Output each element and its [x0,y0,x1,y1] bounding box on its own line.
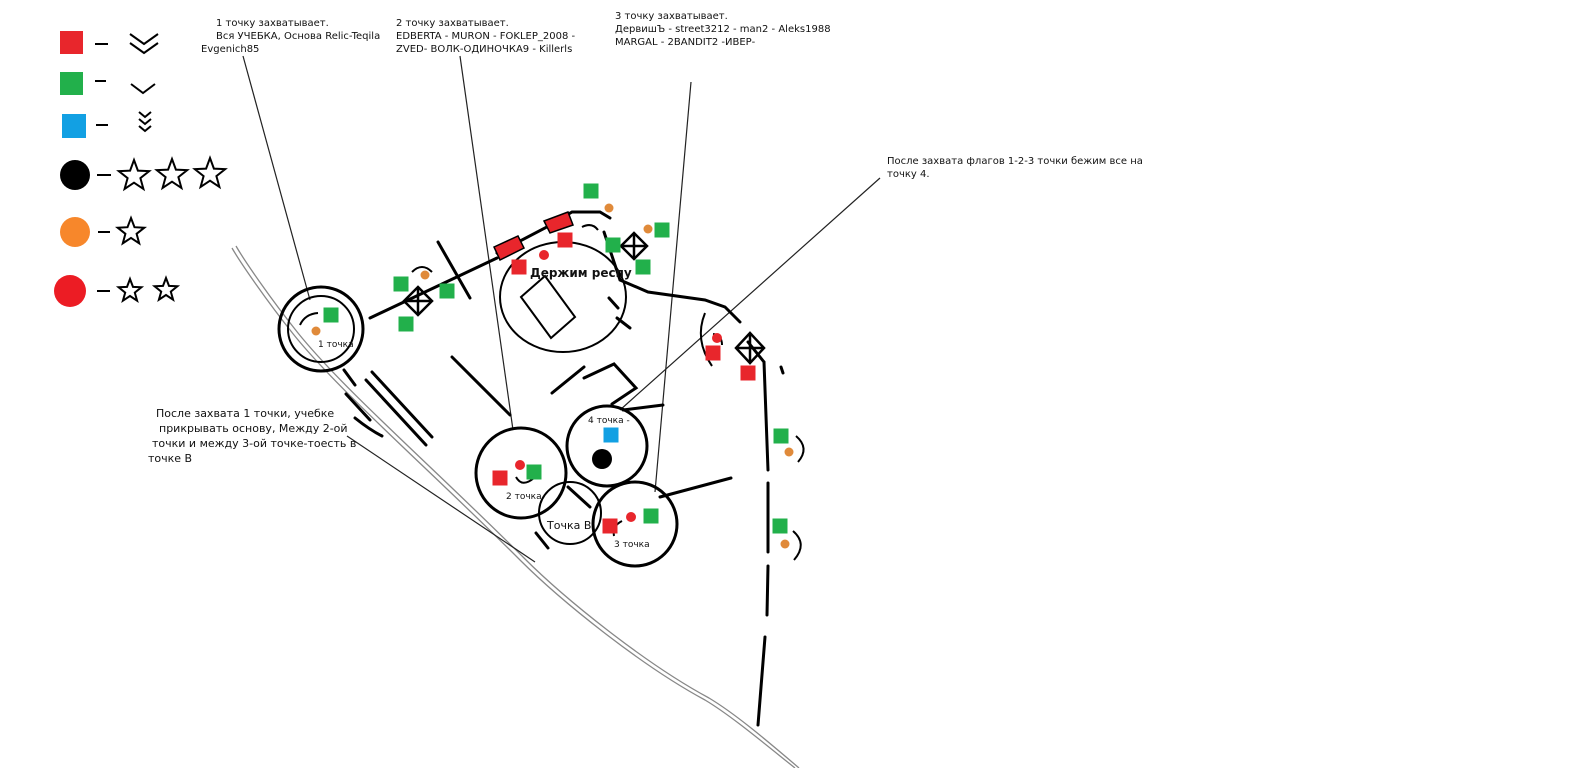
red-unit [602,518,618,534]
blue-unit [603,427,619,443]
note-after-point-1: После захвата 1 точки, учебке прикрывать… [148,406,356,466]
red-unit [740,365,756,381]
capture-point-b [538,481,602,545]
note-point-1: 1 точку захватывает. Вся УЧЕБКА, Основа … [201,17,381,56]
green-unit [654,222,670,238]
star-icon [151,275,181,303]
flag-marker-icon [402,285,434,317]
unit-black-circle [592,449,612,469]
red-circle-unit [515,460,525,470]
point-3-label: 3 точка [614,540,650,550]
map-walls [342,210,742,550]
red-circle-unit [539,250,549,260]
green-unit [635,259,651,275]
note-line: MARGAL - 2BANDIT2 -ИВЕР- [615,37,756,48]
note-line: Evgenich85 [201,44,260,55]
orange-unit [780,539,790,549]
green-unit [772,518,788,534]
green-unit [583,183,599,199]
two-stars-icon [115,275,181,304]
red-unit [492,470,508,486]
red-unit [705,345,721,361]
note-line: ZVED- ВОЛК-ОДИНОЧКА9 - Killerls [396,44,573,55]
note-line: точку 4. [887,169,930,180]
red-circle-unit [626,512,636,522]
three-stars-icon [116,155,228,192]
legend-red-circle [54,275,86,307]
one-star-icon [114,215,148,246]
red-unit [557,232,573,248]
point-2-label: 2 точка [506,492,542,502]
red-buildings [493,211,574,262]
note-line: 3 точку захватывает. [615,11,728,22]
orange-unit [311,326,321,336]
unit-markers [311,183,794,549]
point-4-label: 4 точка - [588,416,630,426]
star-icon [192,155,228,190]
note-point-3: 3 точку захватывает. ДервишЪ - street321… [615,10,831,49]
respawn-label: Держим респу [530,266,632,280]
star-icon [115,276,145,304]
capture-point-4 [565,404,649,488]
green-unit [773,428,789,444]
single-chevron-icon [130,83,156,95]
legend-red-square [60,31,83,54]
legend-green-square [60,72,83,95]
road [231,245,800,768]
note-point-4: После захвата флагов 1-2-3 точки бежим в… [887,155,1143,181]
green-unit [439,283,455,299]
green-unit [323,307,339,323]
note-line: 1 точку захватывает. [216,18,329,29]
orange-unit [643,224,653,234]
capture-point-1 [277,285,365,373]
legend-orange-circle [60,217,90,247]
green-unit [398,316,414,332]
note-line: EDBERTA - MURON - FOKLEP_2008 - [396,31,576,42]
legend-blue-square [62,114,86,138]
double-chevron-icon [129,33,159,55]
star-icon [114,215,148,246]
note-line: точке В [148,452,193,465]
red-circle-unit [712,333,722,343]
star-icon [116,157,152,192]
note-point-2: 2 точку захватывает. EDBERTA - MURON - F… [396,17,575,56]
orange-unit [784,447,794,457]
point-1-label: 1 точка [318,340,354,350]
point-b-label: Точка В [547,519,592,532]
green-unit [526,464,542,480]
green-unit [605,237,621,253]
note-line: После захвата 1 точки, учебке [156,407,335,420]
orange-unit [420,270,430,280]
capture-point-3 [591,480,679,568]
legend-black-circle [60,160,90,190]
note-line: ДервишЪ - street3212 - man2 - Aleks1988 [615,24,831,35]
capture-point-2 [474,426,568,520]
triple-chevron-icon [138,111,152,133]
red-unit [511,259,527,275]
note-line: прикрывать основу, Между 2-ой [159,422,348,435]
note-line: 2 точку захватывает. [396,18,509,29]
orange-unit [604,203,614,213]
legend [54,31,228,307]
green-unit [643,508,659,524]
pointer-lines [242,55,881,563]
star-icon [154,156,190,191]
note-line: Вся УЧЕБКА, Основа Relic-Teqila [216,31,381,42]
respawn-area [499,241,627,353]
green-unit [393,276,409,292]
note-line: После захвата флагов 1-2-3 точки бежим в… [887,156,1143,167]
note-line: точки и между 3-ой точке-тоесть в [152,437,357,450]
flag-marker-icon [619,231,649,261]
flag-marker-icon [734,331,766,365]
